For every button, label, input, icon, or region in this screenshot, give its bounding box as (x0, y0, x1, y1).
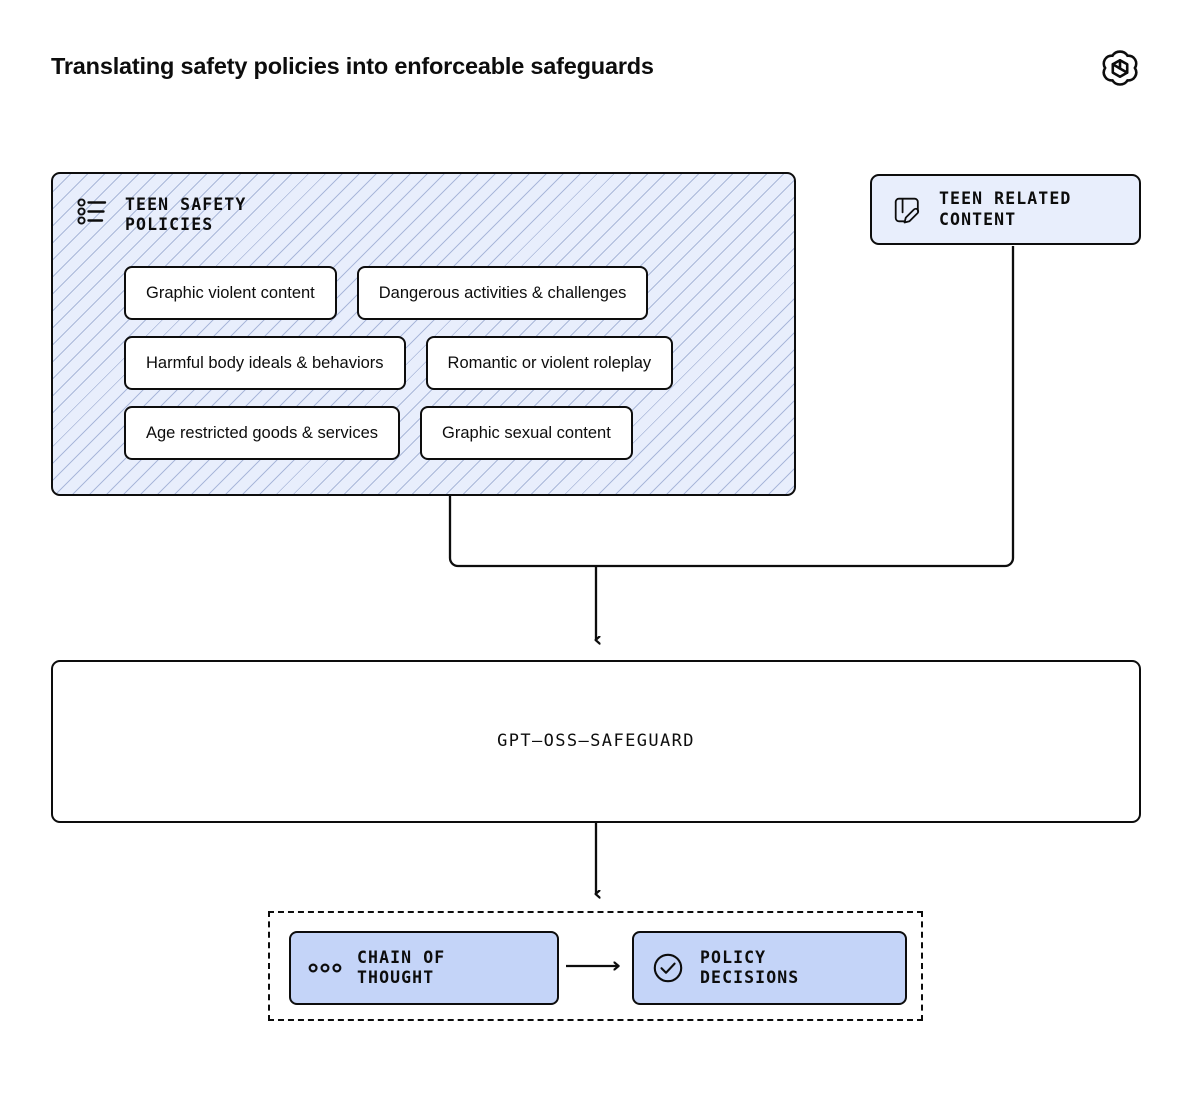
chain-of-thought-label: CHAIN OF THOUGHT (357, 947, 446, 987)
policy-card-harmful-body-ideals[interactable]: Harmful body ideals & behaviors (124, 336, 406, 390)
teen-safety-policies-panel: TEEN SAFETY POLICIES Graphic violent con… (51, 172, 796, 496)
policies-panel-header: TEEN SAFETY POLICIES (75, 195, 246, 235)
policy-card-row: Age restricted goods & services Graphic … (124, 406, 784, 460)
policy-decisions-label: POLICY DECISIONS (700, 947, 800, 987)
check-circle-icon (651, 951, 685, 985)
model-output-group: CHAIN OF THOUGHT POLICY DECISIONS (268, 911, 923, 1021)
page-title: Translating safety policies into enforce… (51, 53, 654, 79)
document-pencil-icon (891, 194, 923, 226)
policy-card-dangerous-activities[interactable]: Dangerous activities & challenges (356, 266, 649, 320)
chain-of-thought-card[interactable]: CHAIN OF THOUGHT (289, 931, 559, 1005)
gpt-oss-safeguard-box[interactable]: GPT–OSS–SAFEGUARD (51, 660, 1141, 823)
openai-logo-icon (1097, 47, 1143, 93)
policy-card-graphic-sexual-content[interactable]: Graphic sexual content (420, 406, 633, 460)
bulleted-list-icon (75, 195, 109, 229)
three-dots-icon (308, 961, 342, 975)
policy-card-row: Harmful body ideals & behaviors Romantic… (124, 336, 784, 390)
policy-cards-grid: Graphic violent content Dangerous activi… (124, 266, 784, 476)
policy-card-romantic-violent-roleplay[interactable]: Romantic or violent roleplay (425, 336, 674, 390)
policy-decisions-card[interactable]: POLICY DECISIONS (632, 931, 907, 1005)
policy-card-graphic-violent-content[interactable]: Graphic violent content (124, 266, 337, 320)
policy-card-row: Graphic violent content Dangerous activi… (124, 266, 784, 320)
policy-card-age-restricted-goods[interactable]: Age restricted goods & services (124, 406, 401, 460)
teen-related-content-label: TEEN RELATED CONTENT (939, 189, 1072, 229)
policies-panel-heading: TEEN SAFETY POLICIES (125, 195, 247, 235)
teen-related-content-box[interactable]: TEEN RELATED CONTENT (870, 174, 1141, 245)
gpt-oss-safeguard-label: GPT–OSS–SAFEGUARD (497, 731, 695, 752)
